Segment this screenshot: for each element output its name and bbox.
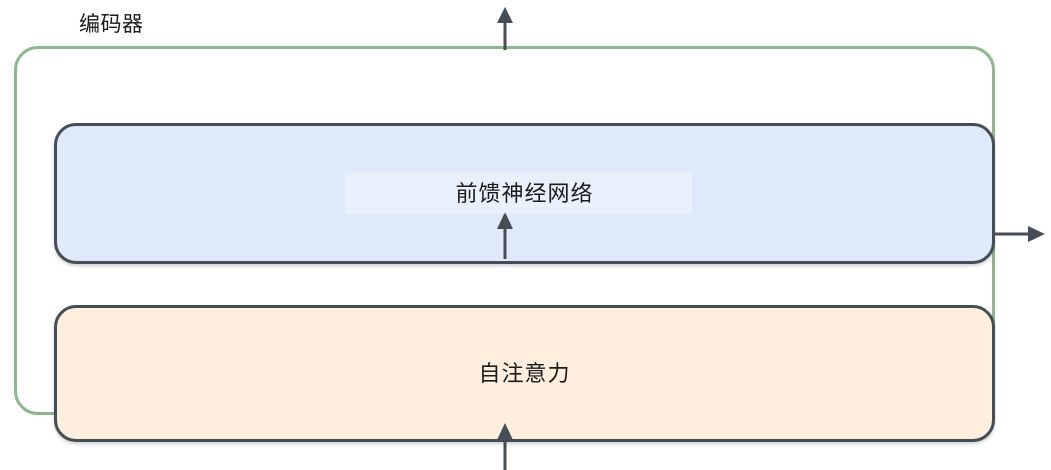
arrow-right-icon-side-output <box>992 226 1045 242</box>
block-feed-forward-label: 前馈神经网络 <box>455 180 594 206</box>
encoder-title: 编码器 <box>79 13 144 36</box>
block-self-attention-label: 自注意力 <box>478 360 571 386</box>
arrow-up-icon-attention-to-ffn <box>497 212 513 259</box>
block-feed-forward[interactable]: 前馈神经网络 <box>54 123 995 264</box>
arrow-up-icon-input <box>497 423 513 470</box>
arrow-up-icon-output <box>497 7 513 50</box>
block-self-attention[interactable]: 自注意力 <box>54 305 995 442</box>
